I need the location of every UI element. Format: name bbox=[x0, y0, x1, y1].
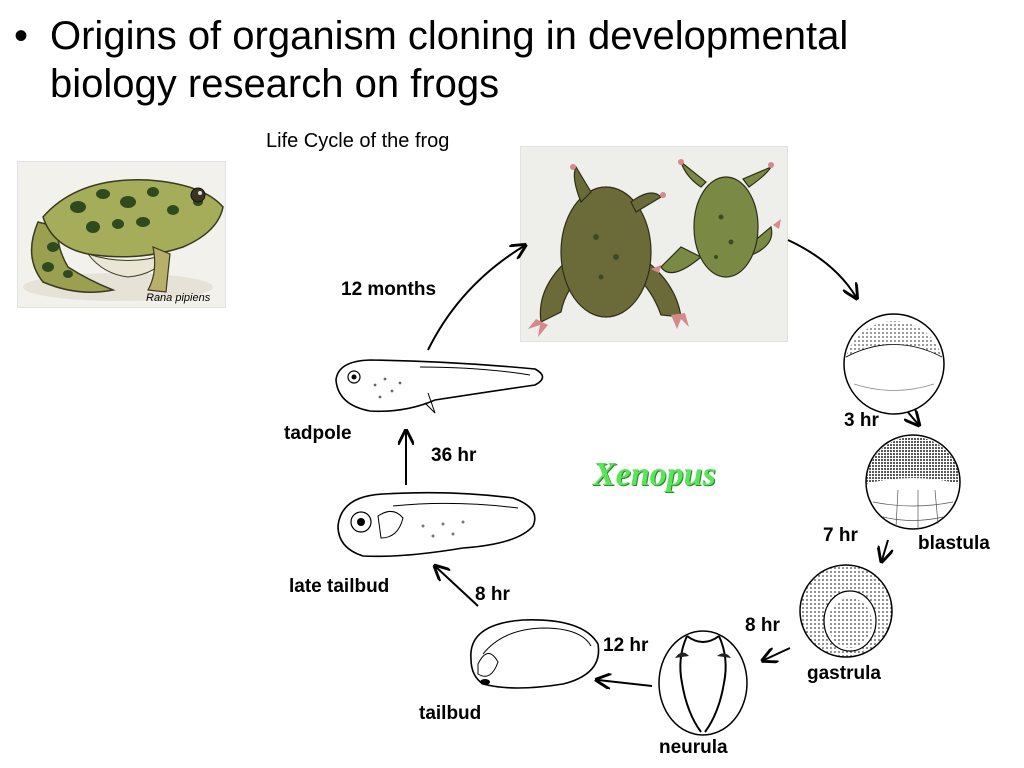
rana-photo: Rana pipiens bbox=[18, 162, 225, 307]
adult-frog-photo bbox=[521, 147, 787, 341]
tailbud-illustration bbox=[470, 619, 600, 689]
rana-frog-illustration bbox=[23, 179, 224, 301]
stage-label-tadpole: tadpole bbox=[284, 423, 352, 444]
arrow-tadpole-to-adult bbox=[427, 246, 524, 351]
egg-illustration bbox=[843, 313, 945, 415]
gastrula-illustration bbox=[799, 564, 893, 658]
stage-label-blastula: blastula bbox=[918, 533, 990, 554]
duration-12-hr: 12 hr bbox=[603, 635, 649, 656]
duration-8-hr-late-tailbud: 8 hr bbox=[475, 584, 510, 605]
duration-7-hr: 7 hr bbox=[823, 525, 858, 546]
arrow-adult-to-egg bbox=[787, 239, 856, 297]
arrow-neurula-to-tailbud bbox=[598, 680, 653, 686]
late-tailbud-illustration bbox=[337, 491, 536, 558]
diagram-subtitle: Life Cycle of the frog bbox=[266, 130, 450, 152]
stage-label-tailbud: tailbud bbox=[419, 703, 482, 724]
title-text: Origins of organism cloning in developme… bbox=[50, 14, 849, 106]
stage-label-gastrula: gastrula bbox=[807, 663, 881, 684]
duration-3-hr: 3 hr bbox=[844, 410, 879, 431]
rana-caption: Rana pipiens bbox=[146, 292, 211, 304]
arrow-blastula-to-gastrula bbox=[882, 539, 888, 560]
adult-frogs-illustration bbox=[528, 159, 781, 337]
stage-label-late-tailbud: late tailbud bbox=[289, 576, 390, 597]
duration-36-hr: 36 hr bbox=[431, 445, 477, 466]
duration-8-hr-gastrula: 8 hr bbox=[745, 615, 780, 636]
duration-12-months: 12 months bbox=[341, 279, 437, 300]
tadpole-illustration bbox=[335, 359, 544, 414]
arrow-gastrula-to-neurula bbox=[764, 647, 791, 660]
stage-label-neurula: neurula bbox=[659, 737, 728, 758]
bullet-marker: • bbox=[14, 14, 29, 58]
arrow-tailbud-to-late-tailbud bbox=[436, 567, 479, 607]
neurula-illustration bbox=[658, 630, 748, 736]
blastula-illustration bbox=[865, 434, 961, 530]
species-name: Xenopus bbox=[593, 456, 716, 493]
